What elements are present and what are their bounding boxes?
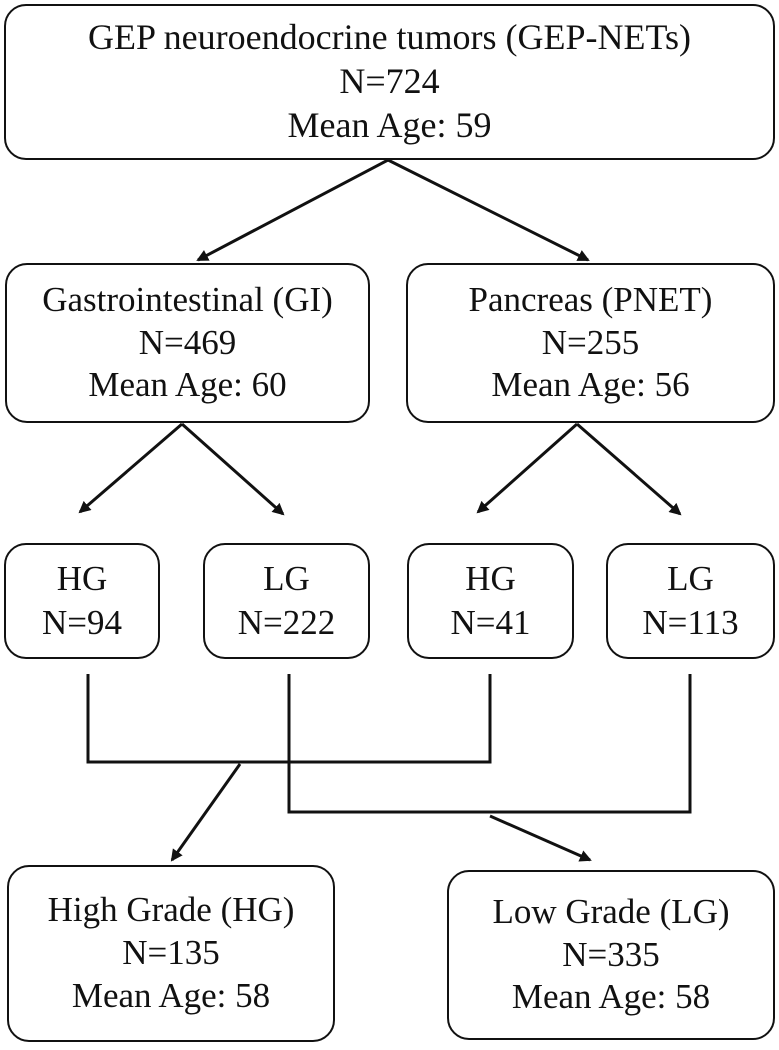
gi-node: Gastrointestinal (GI) N=469 Mean Age: 60 (5, 263, 370, 423)
gi-lg-grade: LG (263, 559, 310, 599)
gi-lg-count: N=222 (237, 603, 336, 642)
gi-hg-node: HG N=94 (4, 543, 160, 659)
high-grade-node: High Grade (HG) N=135 Mean Age: 58 (7, 865, 335, 1042)
gi-hg-count: N=94 (41, 603, 122, 642)
arrow-gi-to-hg (78, 422, 183, 514)
arrow-to-low-grade (489, 814, 592, 862)
arrow-to-high-grade (170, 763, 242, 862)
gi-count: N=469 (138, 322, 237, 362)
low-grade-mean-age: Mean Age: 58 (511, 977, 711, 1017)
high-grade-count: N=135 (122, 933, 220, 973)
pnet-lg-node: LG N=113 (606, 543, 775, 659)
high-grade-title: High Grade (HG) (47, 890, 295, 930)
root-node-gep-nets: GEP neuroendocrine tumors (GEP-NETs) N=7… (4, 4, 775, 160)
high-grade-mean-age: Mean Age: 58 (71, 975, 271, 1015)
pnet-hg-node: HG N=41 (407, 543, 574, 659)
gi-lg-node: LG N=222 (203, 543, 370, 659)
pnet-mean-age: Mean Age: 56 (491, 365, 690, 405)
pnet-lg-grade: LG (667, 559, 714, 599)
gi-mean-age: Mean Age: 60 (88, 365, 287, 405)
root-title: GEP neuroendocrine tumors (GEP-NETs) (87, 17, 692, 58)
pnet-lg-count: N=113 (642, 603, 739, 642)
pnet-title: Pancreas (PNET) (468, 279, 713, 319)
root-count: N=724 (339, 61, 440, 102)
low-grade-count: N=335 (562, 934, 660, 974)
pnet-hg-count: N=41 (450, 603, 531, 642)
arrow-pnet-to-hg (476, 422, 578, 514)
low-grade-title: Low Grade (LG) (492, 891, 730, 931)
arrow-gi-to-lg (181, 422, 285, 516)
arrow-pnet-to-lg (576, 422, 682, 516)
pnet-count: N=255 (541, 322, 640, 362)
gi-hg-grade: HG (56, 559, 108, 599)
arrow-root-to-gi (196, 158, 389, 262)
gi-title: Gastrointestinal (GI) (42, 279, 333, 319)
pnet-node: Pancreas (PNET) N=255 Mean Age: 56 (406, 263, 775, 423)
root-mean-age: Mean Age: 59 (287, 104, 492, 145)
pnet-hg-grade: HG (465, 559, 516, 599)
bracket-lg-merge (287, 674, 692, 814)
arrow-root-to-pnet (387, 158, 590, 262)
low-grade-node: Low Grade (LG) N=335 Mean Age: 58 (447, 870, 775, 1040)
